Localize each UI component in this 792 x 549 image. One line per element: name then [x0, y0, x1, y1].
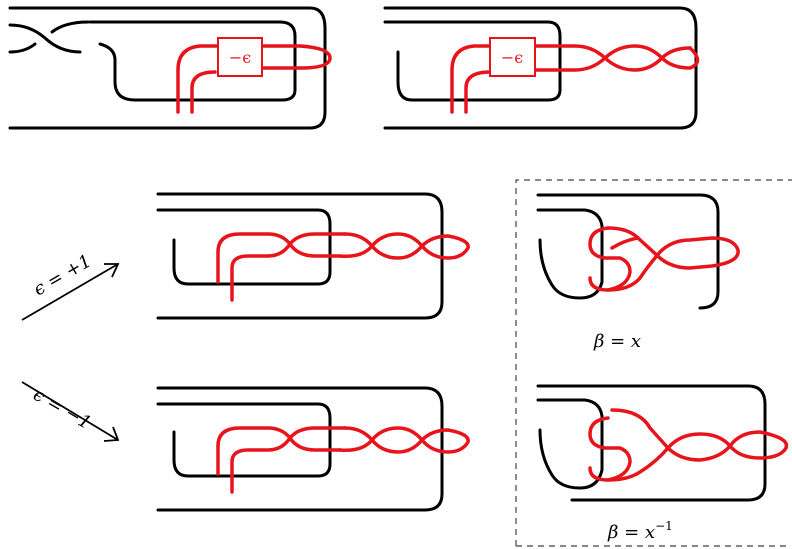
arrow-upper-label: ϵ = +1	[30, 251, 95, 301]
red-band-hook	[216, 426, 342, 476]
inset-upper-caption: β = x	[593, 331, 641, 352]
arrow-upper-head	[104, 263, 120, 278]
arrow-lower-head	[103, 426, 120, 442]
panel-top-left: −ϵ	[8, 6, 332, 130]
inner-black-loop	[536, 208, 604, 300]
red-twist-strand-1	[338, 426, 470, 454]
red-band-hook	[216, 232, 342, 284]
red-twist	[606, 408, 789, 482]
red-loop-mid	[610, 236, 640, 250]
arrow-lower-line	[21, 381, 119, 441]
outer-black-loop	[156, 386, 444, 512]
twist-strand-a	[8, 23, 82, 54]
inset-frame	[515, 179, 792, 547]
red-twist	[606, 226, 740, 292]
red-band-hook	[176, 44, 220, 114]
red-band-leg	[190, 70, 217, 114]
red-band-hook	[450, 44, 492, 114]
twist-strand-c	[50, 20, 90, 34]
outer-black-loop	[156, 192, 444, 320]
panel-top-right: −ϵ	[383, 6, 700, 130]
inset-knot-lower	[536, 384, 789, 502]
red-twist-strand-1	[533, 44, 692, 72]
middle-black-loop	[156, 402, 332, 478]
inset-knot-upper	[536, 193, 740, 310]
outer-black-loop	[536, 193, 720, 310]
arrow-upper-line	[21, 263, 119, 321]
red-band-leg	[230, 426, 347, 494]
red-twist-strand-1	[338, 232, 470, 260]
middle-black-loop	[156, 208, 332, 286]
red-loop-left	[588, 416, 632, 482]
red-band-clasp	[260, 44, 332, 70]
twist-box	[489, 37, 536, 77]
arrow-lower-label: ϵ = −1	[30, 384, 95, 434]
twist-box	[217, 37, 263, 77]
inner-black-loop	[536, 398, 604, 490]
twist-box-label: −ϵ	[501, 48, 523, 67]
outer-black-loop	[536, 384, 767, 502]
twist-strand-b	[8, 42, 37, 54]
red-twist-strand-2	[533, 44, 700, 72]
inset-border	[515, 179, 792, 546]
panel-result-plus	[156, 192, 470, 320]
inset-lower-caption: β = x−1	[607, 519, 673, 543]
red-band-leg	[464, 70, 492, 114]
middle-black-loop	[383, 20, 562, 102]
panel-result-minus	[156, 386, 470, 512]
outer-black-loop	[8, 6, 327, 130]
outer-black-loop	[383, 6, 698, 130]
red-band-leg	[230, 232, 347, 302]
twist-box-label: −ϵ	[229, 48, 251, 67]
middle-black-loop	[88, 20, 297, 102]
arrow-lower: ϵ = −1	[21, 381, 120, 442]
red-loop-left	[588, 226, 632, 292]
arrow-upper: ϵ = +1	[21, 251, 120, 321]
